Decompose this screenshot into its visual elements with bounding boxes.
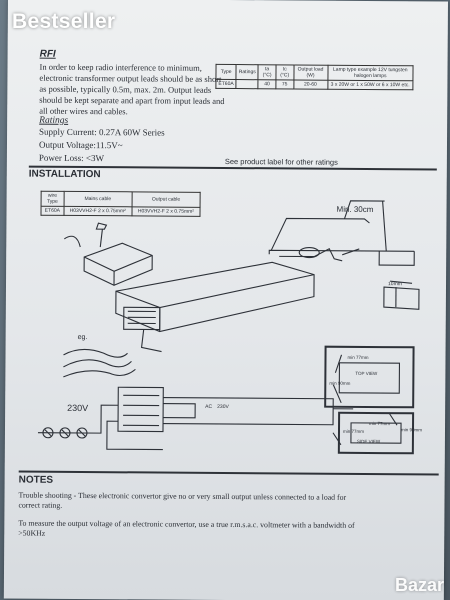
notes-p2-line-1: To measure the output voltage of an elec… [18,518,355,530]
rfi-line-1: In order to keep radio interference to m… [39,61,202,73]
notes-p2-line-2: >50KHz [18,528,46,538]
ratings-table-header: Type Ratings ta (°C) tc (°C) Output load… [215,64,414,81]
table-cell: 40 [258,79,276,89]
ratings-heading: Ratings [39,115,69,126]
rfi-line-3: as possible, typically 0.5m, max. 2m. Ou… [39,83,212,95]
table-cell: tc (°C) [275,64,294,80]
table-cell: ET60A [215,79,237,89]
table-cell: ta (°C) [258,64,277,80]
label-10mm: 10mm [387,281,402,288]
table-cell: 3 x 20W or 1 x 50W or 6 x 10W etc. [327,80,413,90]
label-min-90mm: min 90mm [329,380,351,386]
table-row: ET60A 40 75 20-60 3 x 20W or 1 x 50W or … [215,79,413,90]
ratings-note: See product label for other ratings [224,156,338,167]
label-230v-terminal: 230V [217,403,229,411]
divider [18,470,439,476]
table-cell: Type [215,64,237,80]
rfi-heading: RFI [39,48,56,60]
label-min-90mm-side: min 90mm [400,427,423,433]
rfi-line-2: electronic transformer output leads shou… [39,72,222,84]
notes-heading: NOTES [18,474,54,486]
ratings-line-1: Supply Current: 0.27A 60W Series [39,126,165,138]
label-ac: AC [205,403,213,410]
label-min-77mm-side: min 77mm [342,428,365,434]
label-eg: eg. [77,333,88,342]
label-230v: 230V [67,402,89,414]
table-cell: Output load (W) [293,64,328,81]
installation-diagram [37,200,420,455]
notes-p1-line-1: Trouble shooting - These electronic conv… [18,490,347,502]
ratings-table: Type Ratings ta (°C) tc (°C) Output load… [215,64,414,90]
label-side-view: SIDE VIEW [356,438,381,445]
table-cell: Lamp type example 12V tungsten halogen l… [327,65,414,81]
bestseller-badge: Bestseller [12,10,116,33]
label-min-77mm-top: min 77mm [369,420,391,427]
notes-p1-line-2: correct rating. [18,500,63,510]
table-cell: Ratings [236,64,259,80]
bazar-watermark: Bazar [394,575,444,595]
label-top-view: TOP VIEW [355,370,378,377]
ratings-line-2: Output Voltage:11.5V~ [38,139,123,151]
table-cell [236,79,259,89]
rfi-line-4: should be kept separate and apart from i… [39,94,225,106]
label-min-77mm: min 77mm [347,354,369,360]
ratings-line-3: Power Loss: <3W [38,152,105,164]
table-cell: 75 [275,79,294,89]
table-cell: 20-60 [293,79,328,90]
instruction-sheet: RFI In order to keep radio interference … [3,0,448,600]
label-min-30cm: Min. 30cm [336,204,374,215]
